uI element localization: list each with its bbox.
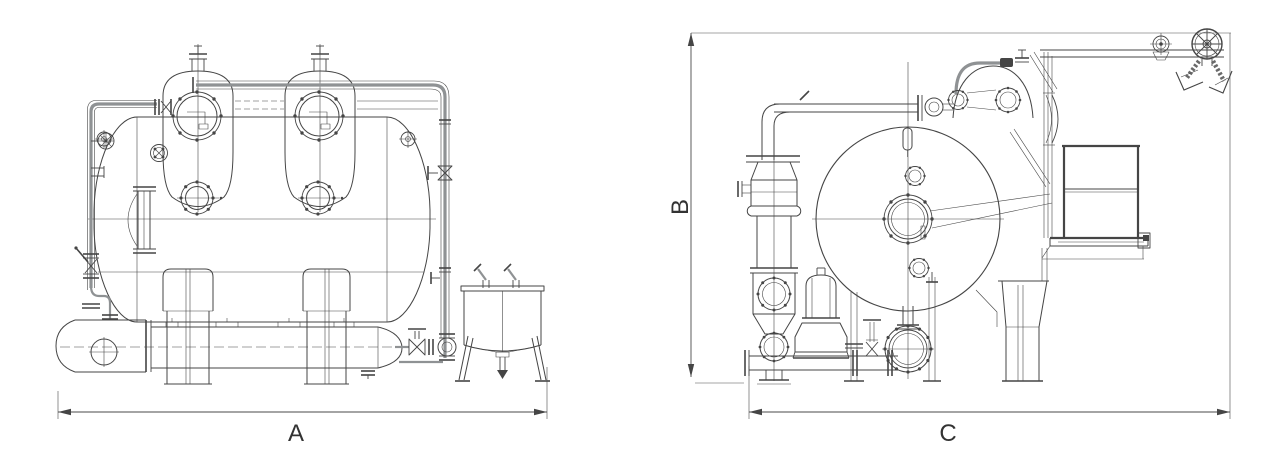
condensate-column: [737, 150, 802, 385]
top-pipe-run: [1040, 28, 1233, 94]
manway-dome-left: [162, 44, 234, 212]
gate-valve: [863, 319, 881, 357]
dome-top-nozzle: [189, 45, 207, 71]
manhole-flange-left: [170, 89, 224, 143]
lower-exchanger-vessel: [55, 319, 410, 379]
dome-top-nozzle: [311, 45, 329, 71]
dome-flange-circle: [994, 86, 1022, 114]
head-nozzle-upper: [903, 166, 927, 186]
dimension-b: B: [667, 32, 1231, 384]
tank-leg-left: [455, 335, 474, 382]
platform-braces: [1009, 51, 1058, 188]
tank-head-circle: [812, 62, 1004, 379]
riser-inline-valve: [427, 165, 453, 181]
manway-dome-right: [284, 44, 356, 212]
tank-leg-right: [531, 335, 550, 382]
manhole-flange-right: [292, 89, 346, 143]
tank-top-fitting-2: [503, 263, 520, 288]
bottom-manhole: [882, 306, 934, 375]
left-side-piping: [74, 99, 172, 320]
riser-valve-cluster: [395, 119, 457, 364]
head-nozzle-lower: [907, 258, 931, 278]
side-elevation-view: A: [55, 44, 550, 447]
exchanger-port: [89, 337, 119, 367]
lever-valve: [74, 246, 99, 279]
head-sightglass-capsule: [902, 127, 913, 151]
saddle-support-left: [162, 268, 214, 385]
inline-valve-flanged: [154, 99, 172, 115]
support-pipes: [844, 272, 941, 382]
flex-hoses: [1175, 59, 1233, 94]
shoulder-nozzle-right: [398, 129, 418, 149]
platform-railing: [1009, 51, 1151, 260]
small-valve-handwheel-icon: [1150, 33, 1172, 61]
end-view-dome: [946, 49, 1034, 119]
main-vessel-shell: [88, 116, 436, 323]
pump-unit: [792, 267, 850, 359]
interdome-piping: [235, 100, 438, 110]
level-gauge: [127, 186, 156, 254]
dimension-a-label: A: [288, 420, 304, 447]
large-handwheel-icon: [1191, 28, 1223, 66]
tank-top-fitting-1: [473, 263, 490, 288]
saddle-support-right: [302, 268, 351, 385]
side-lens-flange: [1043, 92, 1059, 146]
shell-port-right: [298, 179, 344, 217]
vent-rosette-icon: [150, 144, 168, 162]
small-stand-tank: [455, 263, 550, 382]
shell-port-left: [177, 179, 223, 217]
pipe-support-bracket: [91, 166, 105, 178]
dimension-c: C: [748, 33, 1231, 447]
column-overhead-pipe: [761, 90, 953, 160]
dimension-c-label: C: [939, 420, 956, 447]
overhead-pipe: [192, 77, 450, 358]
dimension-a: A: [57, 367, 548, 447]
end-view-saddle: [975, 248, 1049, 382]
riser-tee-valve: [430, 267, 451, 284]
dimension-b-label: B: [667, 199, 694, 215]
end-elevation-view: B C: [667, 28, 1233, 447]
center-manhole: [881, 192, 1053, 246]
